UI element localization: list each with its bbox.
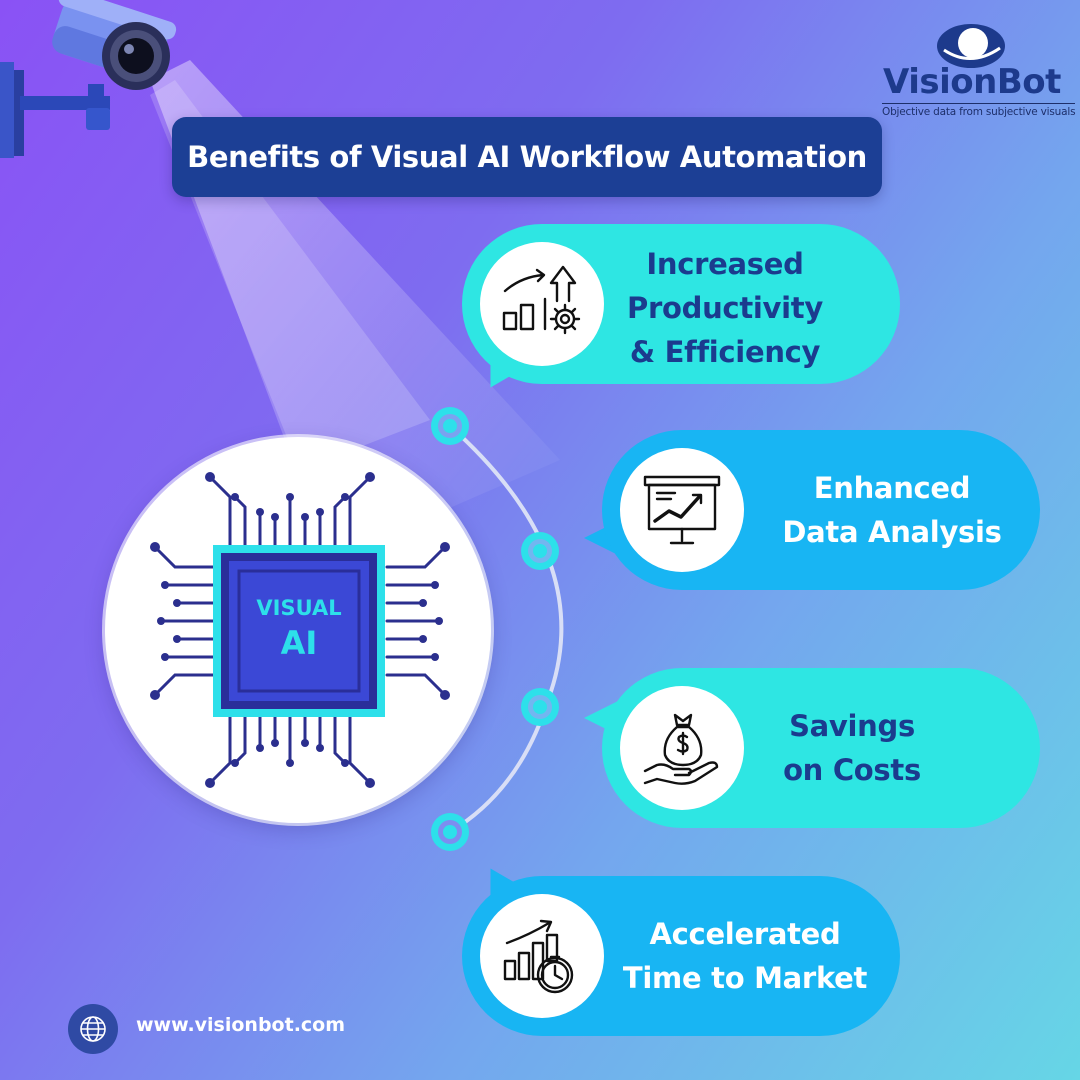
benefit-label-productivity: Increased Productivity & Efficiency xyxy=(627,247,823,369)
security-camera-icon xyxy=(0,0,177,158)
globe-icon xyxy=(68,1004,118,1054)
benefit-label-time-to-market: Accelerated Time to Market xyxy=(622,917,868,995)
benefit-bubble-cost-savings: Savings on Costs xyxy=(602,668,1040,828)
title-banner: Benefits of Visual AI Workflow Automatio… xyxy=(172,117,882,197)
benefit-bubble-productivity: Increased Productivity & Efficiency xyxy=(462,224,900,384)
circuit-chip-icon xyxy=(150,472,450,788)
visual-ai-chip-circle: VISUAL AI xyxy=(105,437,491,823)
money-bag-hand-icon xyxy=(620,686,744,810)
visionbot-logo-icon xyxy=(937,24,1005,68)
chart-clock-icon xyxy=(480,894,604,1018)
benefit-label-data-analysis: Enhanced Data Analysis xyxy=(782,471,1002,549)
growth-gear-icon xyxy=(480,242,604,366)
chip-label-visual: VISUAL xyxy=(256,596,342,620)
timeline-marker-2 xyxy=(521,532,559,570)
chip-label-ai: AI xyxy=(280,624,318,662)
benefit-label-cost-savings: Savings on Costs xyxy=(783,709,921,787)
brand-tagline: Objective data from subjective visuals xyxy=(882,103,1076,118)
website-link[interactable]: www.visionbot.com xyxy=(136,1014,346,1036)
timeline-marker-3 xyxy=(521,688,559,726)
page-title: Benefits of Visual AI Workflow Automatio… xyxy=(187,140,867,174)
benefit-bubble-data-analysis: Enhanced Data Analysis xyxy=(602,430,1040,590)
brand-name: VisionBot xyxy=(883,62,1061,102)
benefit-bubble-time-to-market: Accelerated Time to Market xyxy=(462,876,900,1036)
presentation-chart-icon xyxy=(620,448,744,572)
